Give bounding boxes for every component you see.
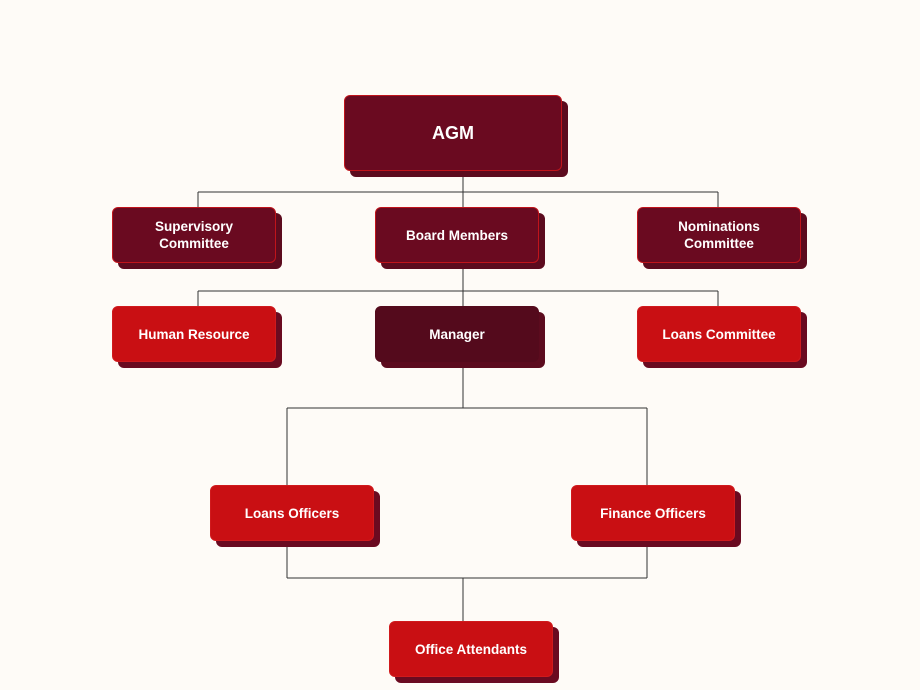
node-label: Office Attendants	[389, 621, 553, 677]
node-label: Nominations Committee	[637, 207, 801, 263]
node-label: AGM	[344, 95, 562, 171]
node-label: Board Members	[375, 207, 539, 263]
node-label: Loans Officers	[210, 485, 374, 541]
node-finance-officers: Finance Officers	[571, 485, 741, 547]
node-nominations-committee: Nominations Committee	[637, 207, 807, 269]
node-label: Manager	[375, 306, 539, 362]
node-office-attendants: Office Attendants	[389, 621, 559, 683]
node-manager: Manager	[375, 306, 545, 368]
node-supervisory-committee: Supervisory Committee	[112, 207, 282, 269]
node-label: Finance Officers	[571, 485, 735, 541]
node-agm: AGM	[344, 95, 568, 177]
node-label: Loans Committee	[637, 306, 801, 362]
node-loans-officers: Loans Officers	[210, 485, 380, 547]
node-label: Supervisory Committee	[112, 207, 276, 263]
node-board-members: Board Members	[375, 207, 545, 269]
node-human-resource: Human Resource	[112, 306, 282, 368]
node-loans-committee: Loans Committee	[637, 306, 807, 368]
node-label: Human Resource	[112, 306, 276, 362]
